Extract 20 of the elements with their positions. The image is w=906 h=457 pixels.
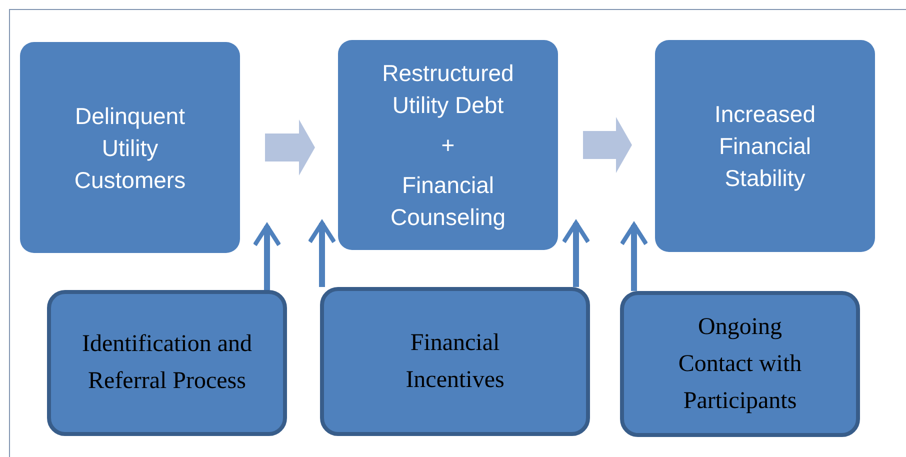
box-text: Ongoing Contact with Participants: [677, 312, 803, 416]
block-arrow: [583, 117, 632, 173]
box-text: Increased Financial Stability: [713, 100, 816, 193]
box-text: Delinquent Utility Customers: [73, 102, 187, 194]
support-box: [47, 290, 287, 436]
block-arrow: [265, 120, 315, 176]
box-text: Financial Counseling: [389, 171, 507, 232]
arrow: [308, 220, 336, 287]
box-text: Restructured Utility Debt: [381, 59, 515, 120]
support-box: [320, 287, 590, 436]
box-text: +: [441, 131, 455, 160]
stage-box: [338, 40, 558, 250]
arrow: [562, 220, 590, 287]
box-text: Financial Incentives: [404, 328, 506, 394]
support-box: [620, 291, 860, 437]
arrow: [252, 224, 282, 290]
stage-box: [655, 40, 875, 252]
box-text: Identification and Referral Process: [81, 330, 253, 396]
arrow: [620, 222, 648, 291]
stage-box: [20, 42, 240, 253]
